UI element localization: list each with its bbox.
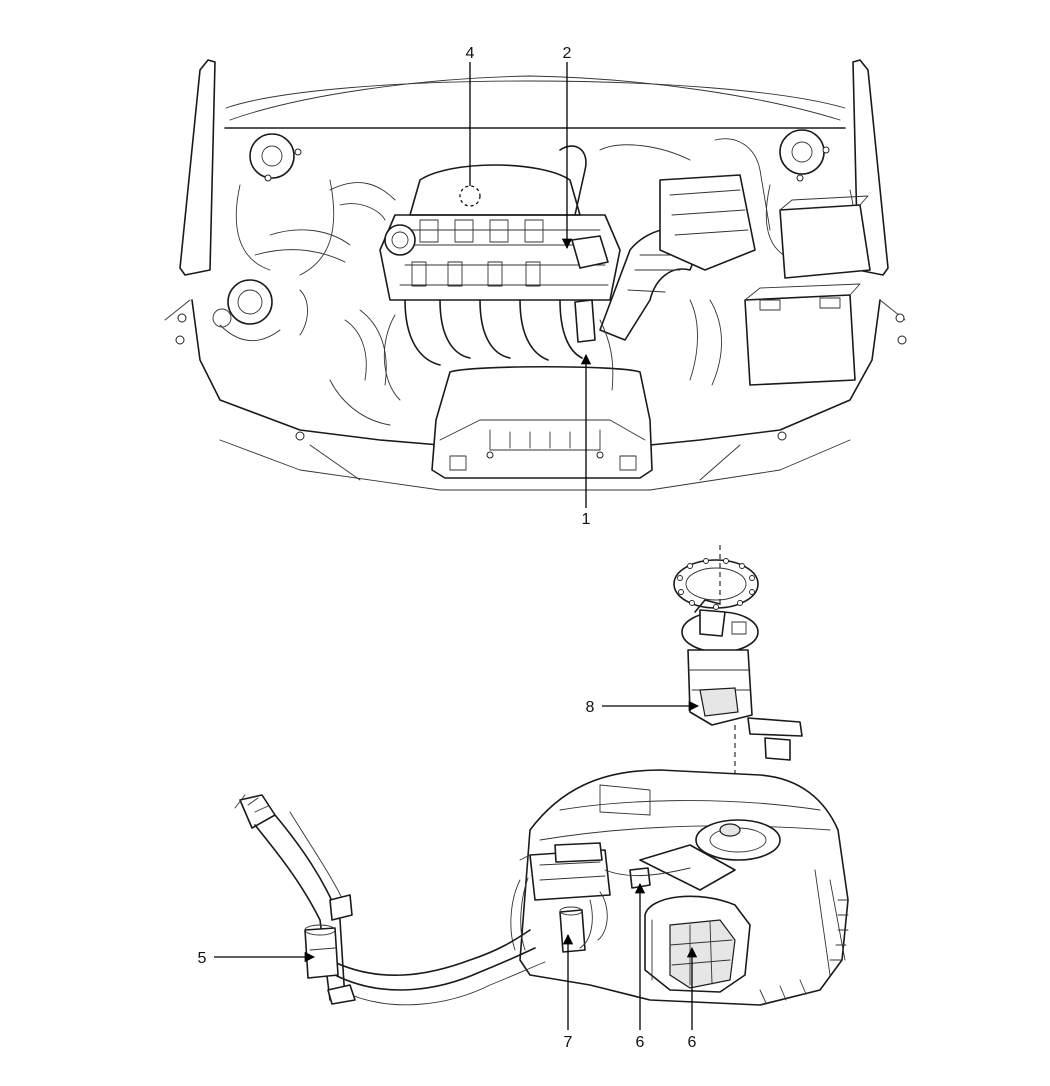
fuel-tank-illustration xyxy=(234,769,849,1006)
leader-lines xyxy=(214,62,700,1030)
callout-5: 5 xyxy=(198,950,207,967)
callout-6-left: 6 xyxy=(636,1034,645,1051)
callout-7: 7 xyxy=(564,1034,573,1051)
fuel-pump-module-illustration xyxy=(673,545,803,820)
callout-1: 1 xyxy=(582,511,591,528)
callout-4: 4 xyxy=(466,45,475,62)
callout-6-right: 6 xyxy=(688,1034,697,1051)
callout-2: 2 xyxy=(563,45,572,62)
callout-8: 8 xyxy=(586,699,595,716)
callout-labels: 4 2 1 8 5 7 6 6 xyxy=(198,45,697,1051)
engine-compartment-illustration xyxy=(164,59,907,491)
